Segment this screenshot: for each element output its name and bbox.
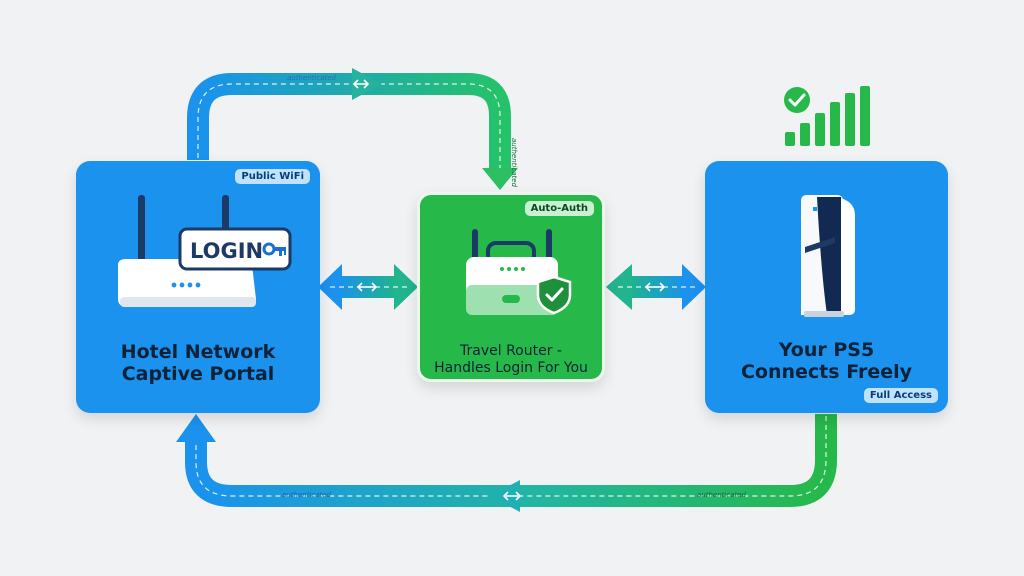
hotel-network-card: Public WiFi LOGIN Hotel Network Captive [76,161,320,413]
swap-icon [356,282,378,292]
vertical-path-label: authenticated [510,138,518,188]
check-icon [784,87,810,113]
shield-check-icon [536,275,572,315]
key-icon [262,242,286,256]
left-connection [318,264,418,310]
bottom-left-path-label: authenticated [282,491,332,499]
wifi-router-icon: LOGIN [118,195,292,307]
top-path-label: authenticated [287,74,337,82]
travel-router-card: Auto-Auth Travel Router - Handles Login … [417,192,605,382]
swap-icon [352,79,370,89]
ps5-title: Your PS5 Connects Freely [740,339,912,384]
ps5-console-icon [801,195,855,317]
swap-icon [644,282,666,292]
router-title: Travel Router - Handles Login For You [434,343,588,376]
ps5-card: Your PS5 Connects Freely Full Access [705,161,948,413]
arrow-down-icon [482,168,518,190]
travel-router-icon [466,229,572,315]
full-access-badge: Full Access [863,388,938,403]
auto-auth-badge: Auto-Auth [524,201,594,216]
swap-icon [502,491,522,501]
signal-bars-icon [785,86,870,146]
right-connection [606,264,706,310]
bottom-right-path-label: authenticated [697,491,747,499]
arrow-up-icon [176,414,216,442]
hotel-title: Hotel Network Captive Portal [120,341,276,386]
login-label: LOGIN [190,239,263,263]
bottom-connection [176,414,837,512]
top-connection [187,68,518,190]
public-wifi-badge: Public WiFi [235,169,310,184]
